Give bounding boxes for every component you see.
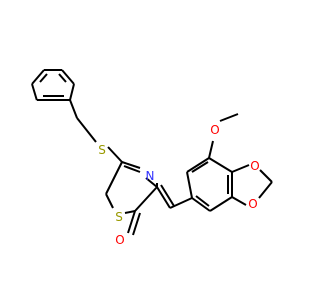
oxygen-atom-carbonyl: O: [115, 233, 124, 247]
molecule-structure: S N S O O O O: [31, 69, 273, 247]
benzene-ring: [31, 69, 75, 101]
benzyl-ch2-bond: [69, 99, 78, 119]
vinyl-aryl-bond: [169, 197, 193, 209]
exocyclic-double-bond-inner: [160, 184, 175, 207]
oxygen-atom-methoxy: O: [210, 123, 219, 137]
thiazolone-ring: [105, 161, 158, 214]
exocyclic-double-bond: [156, 186, 171, 209]
dioxole-ring: [231, 164, 273, 206]
s-c2-bond: [107, 146, 123, 163]
nitrogen-atom: N: [146, 169, 155, 183]
o-ch3-bond: [219, 113, 239, 122]
oxygen-atom-dioxole-lower: O: [248, 197, 257, 211]
sulfur-atom-ring: S: [115, 210, 123, 224]
ch2-s-bond: [76, 117, 97, 143]
carbonyl-bond: [127, 210, 136, 234]
sulfur-atom-thioether: S: [98, 143, 106, 157]
aryl-o-methoxy-bond: [208, 140, 214, 159]
carbonyl-bond-double: [132, 212, 141, 236]
benzodioxole-ring: [186, 157, 233, 212]
oxygen-atom-dioxole-upper: O: [250, 159, 259, 173]
